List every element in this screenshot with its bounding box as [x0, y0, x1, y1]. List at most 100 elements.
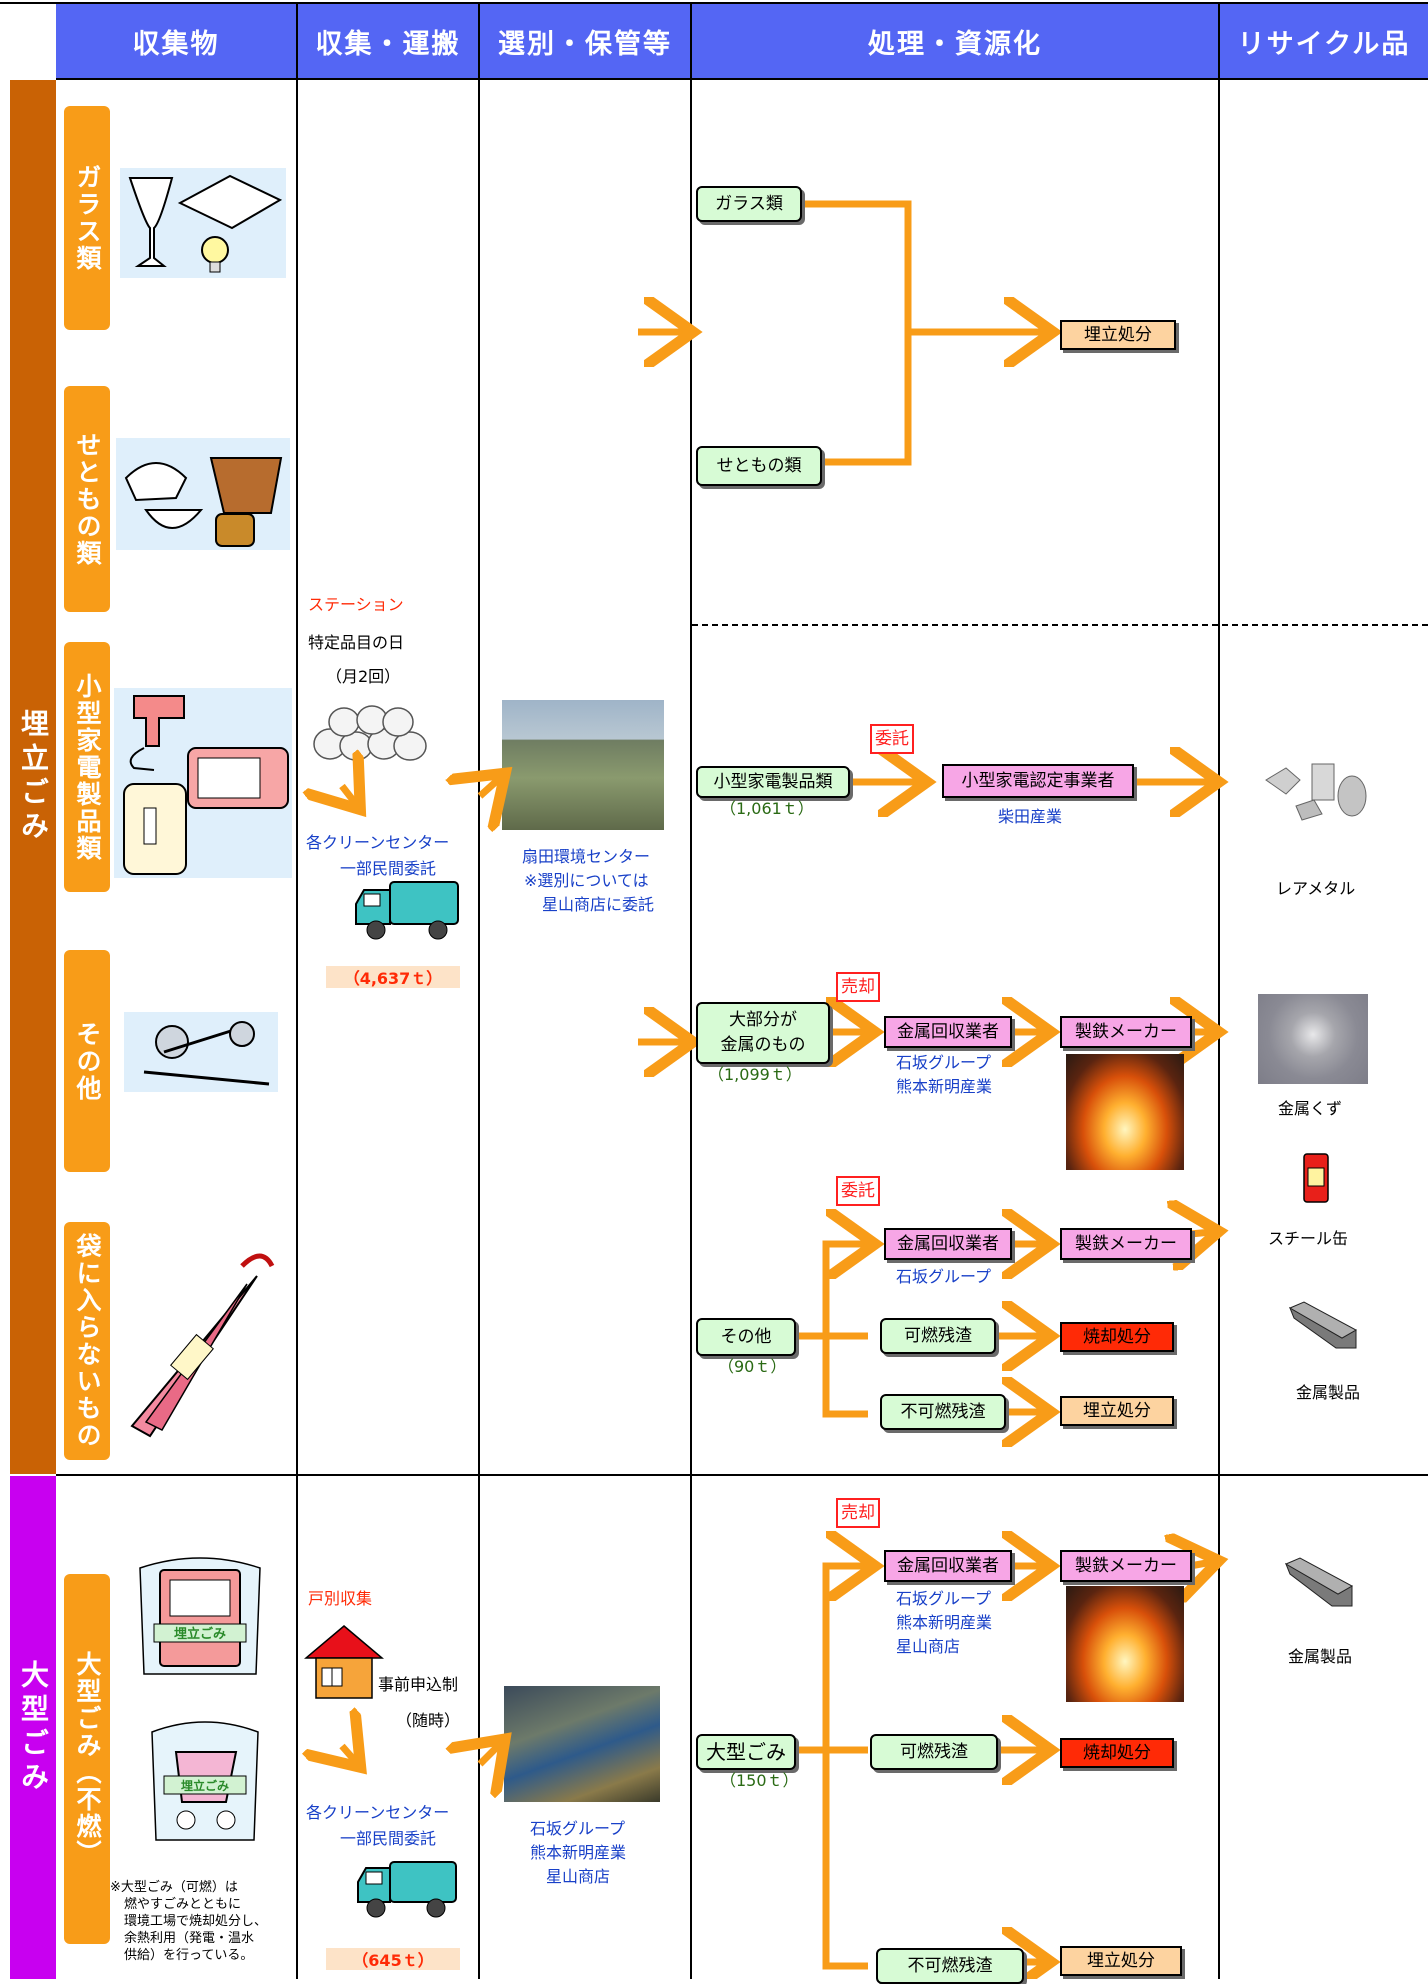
header-corner — [0, 4, 56, 78]
kumamoto-1: 熊本新明産業 — [896, 1077, 993, 1096]
door-to-door-label: 戸別収集 — [308, 1589, 373, 1608]
house-icon — [303, 1624, 385, 1700]
bag-label-heater: 埋立ごみ — [174, 1626, 226, 1642]
process-landfill-1: 埋立処分 — [1060, 320, 1176, 350]
metal-collector-2: 金属回収業者 — [884, 1228, 1012, 1260]
advance-request-label: 事前申込制 — [378, 1675, 459, 1694]
small-appliances-illustration — [114, 688, 292, 878]
incineration-1: 焼却処分 — [1060, 1322, 1174, 1352]
incineration-2: 焼却処分 — [1060, 1738, 1174, 1768]
steel-maker-3: 製鉄メーカー — [1060, 1550, 1192, 1582]
stroller-bag-illustration: 埋立ごみ — [146, 1712, 264, 1844]
dashed-divider — [692, 624, 1428, 626]
grid-line — [56, 78, 1428, 80]
anytime-label: （随時） — [396, 1711, 461, 1730]
ishizaka-2: 石坂グループ — [896, 1267, 992, 1286]
landfill-2: 埋立処分 — [1060, 1396, 1174, 1426]
metal-collector-1: 金属回収業者 — [884, 1016, 1012, 1048]
metal-product-label-2: 金属製品 — [1288, 1647, 1353, 1666]
sorting-facility-photo — [504, 1686, 660, 1802]
grid-line — [478, 4, 480, 1979]
header-collected-items: 収集物 — [56, 4, 296, 78]
bag-label-stroller: 埋立ごみ — [181, 1778, 229, 1793]
station-label: ステーション — [308, 595, 404, 614]
twice-monthly-label: （月2回） — [326, 667, 401, 686]
steel-maker-2: 製鉄メーカー — [1060, 1228, 1192, 1260]
process-glass: ガラス類 — [696, 186, 802, 222]
sorting-b-line2: 熊本新明産業 — [530, 1843, 627, 1862]
ceramics-illustration — [116, 438, 290, 550]
grid-line — [1218, 4, 1220, 1979]
steel-maker-1: 製鉄メーカー — [1060, 1016, 1192, 1048]
private-consign-2: 一部民間委託 — [340, 1829, 437, 1848]
process-small-appliances: 小型家電製品類 — [696, 766, 850, 798]
sorting-line2: ※選別については — [524, 871, 649, 890]
metal-scrap-photo — [1258, 994, 1368, 1084]
shibata-label: 柴田産業 — [998, 807, 1063, 826]
header-collection: 収集・運搬 — [298, 4, 478, 78]
metal-scrap-label: 金属くず — [1278, 1099, 1343, 1118]
category-other: その他 — [64, 950, 110, 1172]
small-appliances-amount: （1,061ｔ） — [720, 799, 814, 818]
grid-line — [690, 4, 692, 1979]
garbage-truck-icon — [356, 1856, 460, 1920]
sale-tag-2: 売却 — [836, 1498, 880, 1528]
note-line: 環境工場で焼却処分し、 — [124, 1913, 268, 1929]
category-glass: ガラス類 — [64, 106, 110, 330]
clean-centers-1: 各クリーンセンター — [306, 833, 450, 852]
other-amount: （90ｔ） — [718, 1357, 787, 1376]
sorting-line1: 扇田環境センター — [522, 847, 651, 866]
process-oversized: 大型ごみ — [696, 1734, 796, 1770]
header-sorting: 選別・保管等 — [480, 4, 690, 78]
combustible-residue-2: 可燃残渣 — [870, 1734, 998, 1770]
noncombustible-residue-1: 不可燃残渣 — [880, 1394, 1006, 1430]
i-beam-icon — [1282, 1554, 1358, 1614]
mostly-metal-line2: 金属のもの — [720, 1035, 806, 1055]
rare-metal-label: レアメタル — [1276, 879, 1356, 898]
consign-tag-1: 委託 — [870, 724, 914, 754]
category-ceramics: せともの類 — [64, 386, 110, 612]
ougida-center-photo — [502, 700, 664, 830]
oversized-amount: （150ｔ） — [720, 1771, 799, 1790]
process-ceramics: せともの類 — [696, 446, 822, 486]
band-oversized: 大型ごみ — [10, 1476, 56, 1979]
header-processing: 処理・資源化 — [692, 4, 1218, 78]
category-not-fit-bag: 袋に入らないもの — [64, 1222, 110, 1460]
ishizaka-1: 石坂グループ — [896, 1053, 992, 1072]
sorting-line3: 星山商店に委託 — [542, 895, 655, 914]
category-small-appliances: 小型家電製品類 — [64, 642, 110, 892]
heater-bag-illustration: 埋立ごみ — [134, 1548, 266, 1678]
landfill-3: 埋立処分 — [1060, 1946, 1182, 1976]
combustible-residue-1: 可燃残渣 — [880, 1318, 996, 1354]
note-line: 供給）を行っている。 — [124, 1947, 254, 1963]
private-consign-1: 一部民間委託 — [340, 859, 437, 878]
process-other: その他 — [696, 1318, 796, 1356]
category-oversized-noncombustible: 大型ごみ（不燃） — [64, 1574, 110, 1944]
rare-metal-illustration — [1256, 750, 1382, 830]
steel-can-label: スチール缶 — [1268, 1229, 1349, 1248]
glass-illustration — [120, 168, 286, 278]
grid-line — [56, 1474, 1428, 1476]
grid-line — [0, 2, 1428, 4]
note-line: 燃やすごみとともに — [124, 1896, 242, 1912]
oversized-combustible-note: ※大型ごみ（可燃）は 燃やすごみとともに 環境工場で焼却処分し、 余熱利用（発電… — [110, 1880, 267, 1964]
furnace-photo-2 — [1066, 1586, 1184, 1702]
collection-amount-1: （4,637ｔ） — [326, 966, 460, 988]
hoshiyama-3: 星山商店 — [896, 1637, 961, 1656]
steel-can-icon — [1300, 1150, 1332, 1206]
process-mostly-metal: 大部分が 金属のもの — [696, 1002, 830, 1064]
specific-day-label: 特定品目の日 — [308, 633, 405, 652]
i-beam-icon — [1286, 1298, 1362, 1356]
metal-parts-illustration — [124, 1012, 278, 1092]
metal-product-label-1: 金属製品 — [1296, 1383, 1361, 1402]
metal-collector-3: 金属回収業者 — [884, 1550, 1012, 1582]
certified-operator: 小型家電認定事業者 — [942, 764, 1134, 798]
mostly-metal-line1: 大部分が — [729, 1010, 797, 1031]
sale-tag-1: 売却 — [836, 972, 880, 1002]
umbrella-illustration — [112, 1246, 290, 1442]
grid-line — [296, 4, 298, 1979]
kumamoto-3: 熊本新明産業 — [896, 1613, 993, 1632]
collection-amount-2: （645ｔ） — [326, 1948, 460, 1970]
garbage-truck-icon — [354, 876, 462, 942]
